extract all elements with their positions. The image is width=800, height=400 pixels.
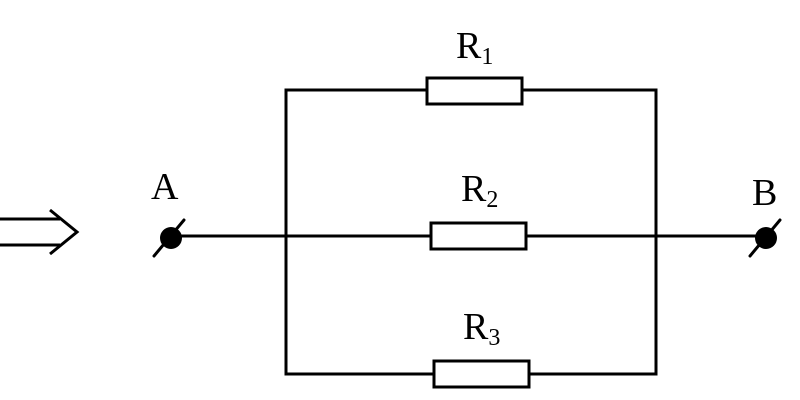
r3-label: R3 <box>463 306 500 351</box>
terminal-a <box>152 218 186 258</box>
terminal-a-label: A <box>151 166 179 208</box>
r2-label: R2 <box>461 168 498 213</box>
terminal-b-label: B <box>752 172 777 214</box>
implies-arrow-icon <box>0 208 80 256</box>
resistor-r1 <box>425 76 524 106</box>
r1-label: R1 <box>456 25 493 70</box>
terminal-b <box>748 218 782 258</box>
resistor-r2 <box>429 221 528 251</box>
resistor-r3 <box>432 359 531 389</box>
